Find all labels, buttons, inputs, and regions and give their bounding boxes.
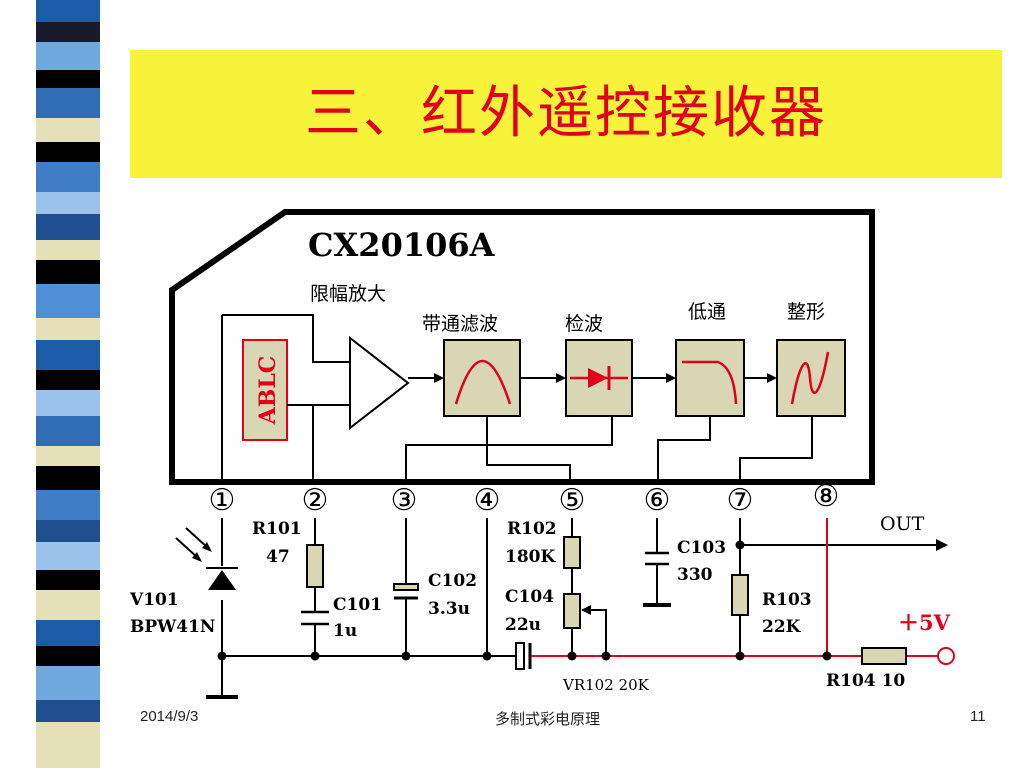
r102-value: 180K [505, 547, 556, 567]
capacitor-c103 [645, 551, 669, 566]
footer-page-number: 11 [970, 708, 986, 725]
resistor-r103 [731, 574, 749, 616]
pin-3-label: ③ [391, 483, 418, 518]
stage-label-bandpass: 带通滤波 [422, 313, 498, 335]
c104-value: 22u [505, 615, 541, 635]
photodiode-v101 [208, 570, 236, 590]
light-arrows-icon [175, 527, 209, 559]
out-arrow [936, 539, 948, 551]
resistor-r101 [306, 544, 324, 588]
c101-name: C101 [333, 595, 382, 615]
capacitor-c101 [301, 610, 329, 626]
ablc-block [242, 339, 288, 441]
pin-8-label: ⑧ [813, 479, 840, 514]
limit-amplifier [349, 335, 410, 431]
slide-title: 三、红外遥控接收器 [305, 81, 827, 146]
v101-value: BPW41N [130, 617, 215, 637]
r102-name: R102 [507, 519, 557, 539]
pin-7-label: ⑦ [727, 483, 754, 518]
footer-course: 多制式彩电原理 [495, 711, 601, 728]
stage-label-detect: 检波 [565, 313, 603, 335]
vr102-label: VR102 20K [562, 676, 650, 694]
r101-name: R101 [252, 519, 302, 539]
ablc-label: ABLC [255, 356, 281, 426]
supply-label: ＋5V [898, 610, 951, 635]
r103-value: 22K [762, 617, 802, 637]
chip-name: CX20106A [308, 226, 496, 264]
supply-terminal [937, 647, 955, 665]
decorative-stripe-bar [36, 0, 100, 768]
c104-name: C104 [505, 587, 554, 607]
internal-wiring [221, 314, 813, 482]
r103-name: R103 [762, 590, 812, 610]
capacitor-c104 [515, 642, 532, 670]
chip-outline [169, 209, 875, 485]
external-wiring [221, 518, 938, 696]
bandpass-block [443, 339, 521, 417]
c103-name: C103 [677, 538, 726, 558]
lowpass-block [675, 339, 745, 417]
resistor-r102 [563, 536, 581, 569]
pin-2-label: ② [302, 483, 329, 518]
pin-1-label: ① [209, 483, 236, 518]
pin-4-label: ④ [474, 483, 501, 518]
c102-value: 3.3u [428, 599, 470, 619]
stage-label-shaping: 整形 [787, 301, 825, 323]
resistor-r104 [861, 647, 907, 665]
c103-value: 330 [677, 565, 713, 585]
c101-value: 1u [333, 621, 357, 641]
stage-label-limit-amp: 限幅放大 [310, 283, 386, 305]
title-banner: 三、红外遥控接收器 [130, 50, 1002, 178]
r104-label: R104 10 [826, 671, 905, 691]
junction-dots [217, 540, 832, 661]
stage-label-lowpass: 低通 [688, 301, 726, 323]
footer-date: 2014/9/3 [140, 708, 199, 725]
pin-5-label: ⑤ [559, 483, 586, 518]
pin-6-label: ⑥ [644, 483, 671, 518]
v101-name: V101 [129, 590, 179, 610]
c102-name: C102 [428, 571, 477, 591]
supply-line [531, 518, 938, 657]
potentiometer-vr102 [563, 593, 581, 629]
out-label: OUT [880, 513, 925, 535]
capacitor-c102 [393, 583, 419, 600]
r101-value: 47 [266, 547, 290, 567]
